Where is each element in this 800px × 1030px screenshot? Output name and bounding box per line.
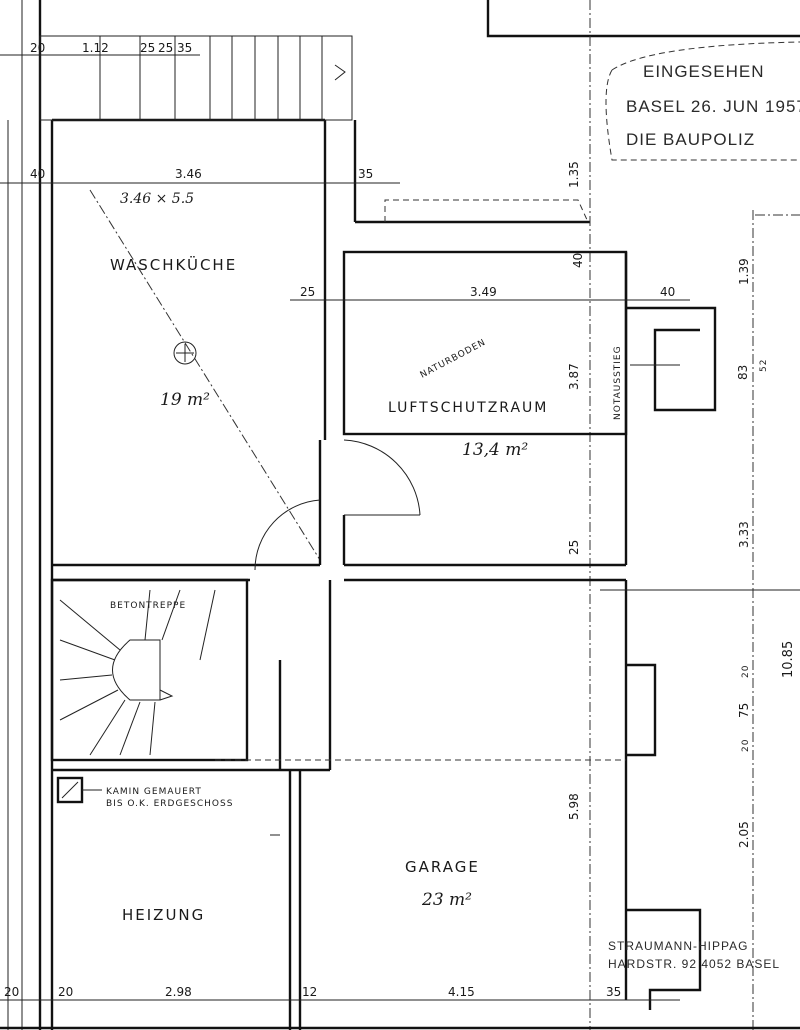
chimney: KAMIN GEMAUERT BIS O.K. ERDGESCHOSS xyxy=(56,776,233,809)
wk-size-note: 3.46 × 5.5 xyxy=(120,191,194,207)
stair-outline xyxy=(39,35,353,121)
garage-label: GARAGE xyxy=(405,858,480,876)
dim-top-35: 35 xyxy=(177,41,192,55)
dim-top-20: 20 xyxy=(30,41,45,55)
dimension-line-waschkuche: 40 3.46 35 3.46 × 5.5 xyxy=(0,167,400,207)
stair-core xyxy=(112,639,161,701)
door-swing-wk xyxy=(254,499,321,571)
concrete-stair-outline xyxy=(50,578,249,762)
signature-line-2: HARDSTR. 92 4052 BASEL xyxy=(608,957,780,971)
dim-top-25a: 25 xyxy=(140,41,155,55)
dim-v-40: 40 xyxy=(571,253,585,268)
stamp-line-2: BASEL 26. JUN 1957 xyxy=(626,97,800,116)
stamp-line-3: DIE BAUPOLIZ xyxy=(626,130,755,149)
dim-left-40: 40 xyxy=(30,167,45,181)
notausstieg-label: NOTAUSSTIEG xyxy=(613,345,623,420)
heizung-label: HEIZUNG xyxy=(122,906,205,924)
dim-v-387: 3.87 xyxy=(567,363,581,390)
dim-bot-20b: 20 xyxy=(58,985,73,999)
kamin-line-2: BIS O.K. ERDGESCHOSS xyxy=(106,799,233,809)
title-block-frame xyxy=(486,0,800,38)
door-swing-lsr xyxy=(343,439,421,516)
dim-v-52: 52 xyxy=(759,359,769,372)
lsr-naturboden: NATURBODEN xyxy=(419,338,488,381)
dim-v-598: 5.98 xyxy=(567,793,581,820)
stair-direction-icon xyxy=(159,689,174,701)
dim-v-135: 1.35 xyxy=(567,161,581,188)
dim-lsr-25: 25 xyxy=(300,285,315,299)
dim-bot-35: 35 xyxy=(606,985,621,999)
dim-bot-20a: 20 xyxy=(4,985,19,999)
floor-drain-icon xyxy=(173,341,197,365)
dim-bot-12: 12 xyxy=(302,985,317,999)
stair-arrow-icon xyxy=(334,64,346,81)
dim-lsr-width: 3.49 xyxy=(470,285,497,299)
dim-top-112: 1.12 xyxy=(82,41,109,55)
dim-bot-415: 4.15 xyxy=(448,985,475,999)
kamin-line-1: KAMIN GEMAUERT xyxy=(106,787,202,797)
dim-35: 35 xyxy=(358,167,373,181)
room-luftschutzraum: 25 3.49 40 40 1.39 NATURBODEN LUFTSCHUTZ… xyxy=(290,250,796,678)
dim-v-25: 25 xyxy=(567,540,581,555)
lsr-area: 13,4 m² xyxy=(462,440,528,460)
dimension-line-top: 20 1.12 25 25 35 xyxy=(0,41,200,56)
concrete-stair: BETONTREPPE xyxy=(50,578,626,772)
dim-bot-298: 2.98 xyxy=(165,985,192,999)
dim-v-20a: 20 xyxy=(741,665,751,678)
dimension-line-bottom: 20 20 2.98 12 4.15 35 xyxy=(0,985,680,1001)
lower-rooms: HEIZUNG GARAGE 23 m² 5.98 2.05 xyxy=(122,770,751,1030)
signature-line-1: STRAUMANN-HIPPAG xyxy=(608,939,748,953)
dim-v-1085: 10.85 xyxy=(781,641,796,678)
upper-stair xyxy=(39,35,353,121)
approval-stamp: EINGESEHEN BASEL 26. JUN 1957 DIE BAUPOL… xyxy=(486,0,800,161)
waschkuche-area: 19 m² xyxy=(160,390,210,410)
dim-v-333: 3.33 xyxy=(737,521,751,548)
stamp-border xyxy=(605,41,800,161)
dim-top-25b: 25 xyxy=(158,41,173,55)
dim-v-205: 2.05 xyxy=(737,821,751,848)
dim-v-83: 83 xyxy=(736,365,750,380)
stamp-line-1: EINGESEHEN xyxy=(643,62,764,81)
dim-v-139: 1.39 xyxy=(737,258,751,285)
betontreppe-label: BETONTREPPE xyxy=(110,601,186,611)
dim-wk-width: 3.46 xyxy=(175,167,202,181)
dim-v-75: 75 xyxy=(737,703,751,718)
lsr-label: LUFTSCHUTZRAUM xyxy=(388,400,548,416)
dim-lsr-40: 40 xyxy=(660,285,675,299)
architect-signature: STRAUMANN-HIPPAG HARDSTR. 92 4052 BASEL xyxy=(608,939,780,971)
room-waschkuche: WASCHKÜCHE 19 m² xyxy=(89,189,321,561)
waschkuche-label: WASCHKÜCHE xyxy=(110,255,237,274)
right-structure: 1.35 xyxy=(384,0,800,1030)
dim-v-20b: 20 xyxy=(741,739,751,752)
garage-area: 23 m² xyxy=(421,890,472,910)
